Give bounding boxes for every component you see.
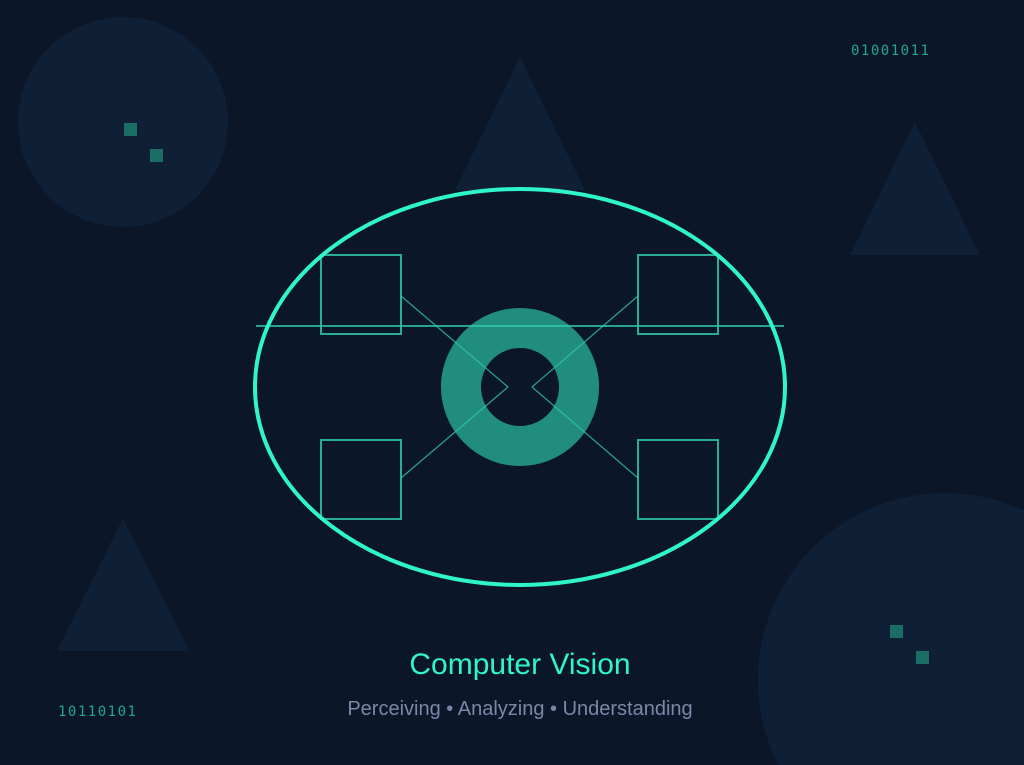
binary-text: 01001011: [851, 43, 931, 59]
feature-box-icon: [637, 439, 719, 520]
pixel-square: [890, 625, 903, 638]
decor-circle: [18, 17, 228, 227]
pixel-square: [916, 651, 929, 664]
feature-box-icon: [637, 254, 719, 335]
feature-box-icon: [320, 439, 402, 520]
iris-ring-icon: [441, 308, 599, 466]
binary-text: 10110101: [58, 704, 138, 720]
page-subtitle: Perceiving • Analyzing • Understanding: [347, 698, 693, 720]
feature-box-icon: [320, 254, 402, 335]
decor-triangle: [455, 57, 585, 190]
pixel-square: [150, 149, 163, 162]
decor-triangle: [850, 122, 980, 255]
pixel-square: [124, 123, 137, 136]
page-title: Computer Vision: [409, 648, 631, 681]
decor-triangle: [57, 518, 189, 651]
eye-ellipse-icon: [253, 187, 787, 587]
